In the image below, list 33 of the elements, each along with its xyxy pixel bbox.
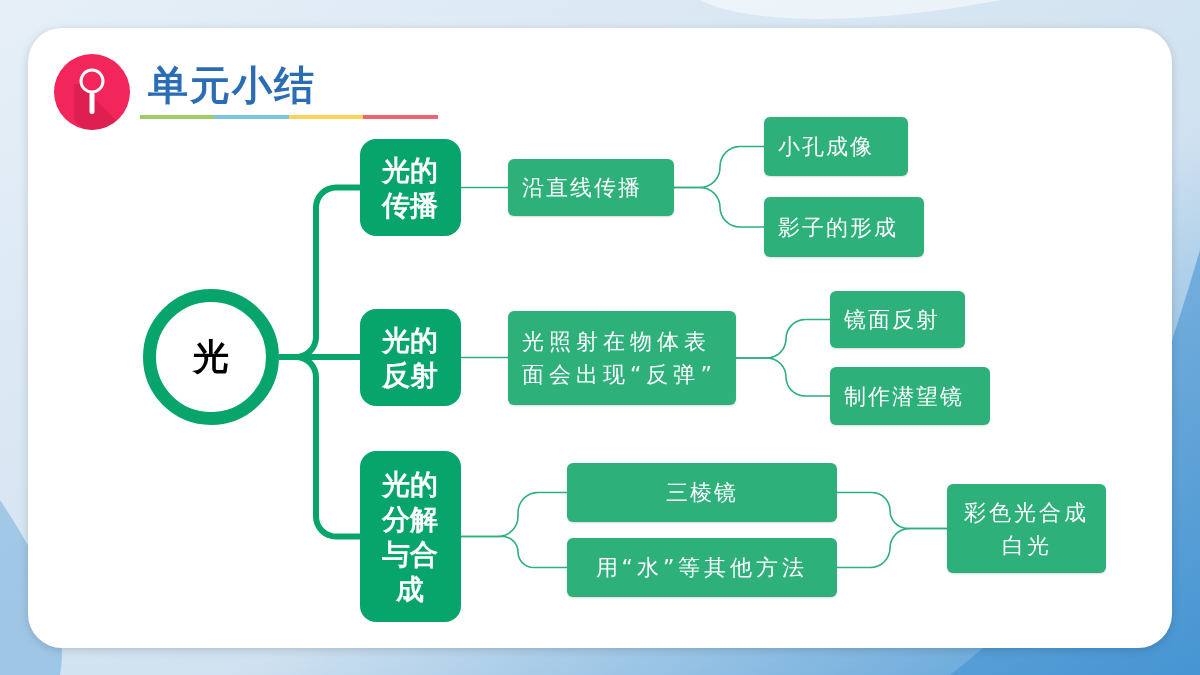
topic-box	[508, 159, 674, 216]
node-text: 光的传播	[381, 152, 440, 223]
topic-box	[764, 117, 908, 176]
node-text: 小孔成像	[778, 133, 874, 161]
node-text: 用“水”等其他方法	[595, 554, 809, 582]
connector-line	[279, 354, 360, 540]
connector-line	[460, 535, 568, 569]
topic-box	[567, 463, 837, 522]
branch-box	[360, 309, 461, 406]
connector-line	[460, 356, 509, 359]
node-text: 三棱镜	[666, 479, 738, 507]
node-text: 制作潜望镜	[844, 382, 964, 411]
topic-box	[764, 197, 924, 257]
node-text: 光照射在物体表面会出现“反弹”	[522, 328, 718, 389]
connector-line	[673, 186, 765, 228]
node-text: 影子的形成	[778, 213, 898, 242]
topic-box	[830, 367, 990, 425]
branch-box	[360, 139, 461, 236]
node-text: 沿直线传播	[522, 174, 642, 202]
connector-line	[836, 527, 948, 569]
topic-box	[508, 311, 736, 405]
topic-box	[830, 291, 965, 348]
topic-box	[947, 484, 1106, 573]
node-text: 镜面反射	[844, 306, 940, 334]
connector-line	[460, 186, 509, 189]
node-text: 彩色光合成白光	[963, 498, 1090, 560]
topic-box	[567, 538, 837, 597]
node-text: 光	[193, 334, 229, 379]
node-text: 光的分解与合成	[381, 466, 440, 607]
branch-box	[360, 451, 461, 622]
slide-title: 单元小结	[148, 61, 316, 110]
node-text: 光的反射	[381, 322, 440, 393]
connector-line	[735, 357, 831, 397]
